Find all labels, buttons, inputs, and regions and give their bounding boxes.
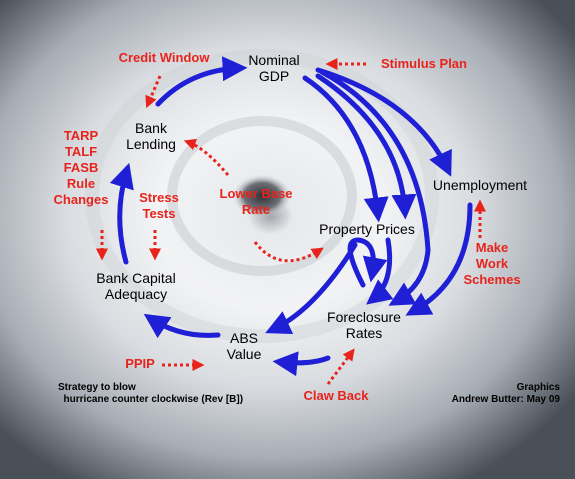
arrow-property-foreclosure-loop [347,237,388,288]
hurricane-eye [232,174,292,218]
policy-ppip: PPIP [125,356,155,371]
policy-arrow-credit-window [145,75,162,109]
arrow-unemployment-to-foreclosure [405,202,473,316]
arrow-property-to-foreclosure [366,237,394,305]
node-nominal-gdp: Nominal GDP [248,52,300,84]
arrow-gdp-to-property-1 [302,75,389,223]
policy-arrow-lower-base-rate-up [183,138,230,176]
node-abs-value: ABS Value [226,330,262,362]
policy-stress-tests: Stress Tests [139,190,179,221]
policy-claw-back: Claw Back [303,388,369,403]
policy-lower-base-rate: Lower Base Rate [219,186,293,217]
policy-arrow-lower-base-rate-down [253,241,324,263]
policy-credit-window: Credit Window [118,50,210,65]
arrow-gdp-to-foreclosure [319,69,431,306]
node-property-prices: Property Prices [319,221,415,237]
arrow-property-to-abs [265,242,358,334]
arrow-foreclosure-to-abs [272,351,331,377]
arrow-gdp-to-property-2 [315,73,417,220]
note-graphics-credit: Graphics Andrew Butter: May 09 [451,382,560,405]
node-unemployment: Unemployment [432,177,528,193]
node-bank-capital-adequacy: Bank Capital Adequacy [96,270,176,302]
node-foreclosure-rates: Foreclosure Rates [327,309,401,341]
policy-arrow-claw-back [326,348,355,385]
policy-stimulus-plan: Stimulus Plan [381,56,467,71]
note-strategy: Strategy to blow hurricane counter clock… [58,382,244,405]
arrow-capital-to-lending [109,162,134,265]
node-bank-lending: Bank Lending [126,120,176,152]
arrow-gdp-to-unemployment [315,67,452,177]
arrow-abs-to-capital [143,313,221,339]
policy-make-work-schemes: Make Work Schemes [463,240,521,287]
policy-tarp-talf-fasb: TARP TALF FASB Rule Changes [53,128,109,207]
arrow-lending-to-gdp [155,56,248,107]
